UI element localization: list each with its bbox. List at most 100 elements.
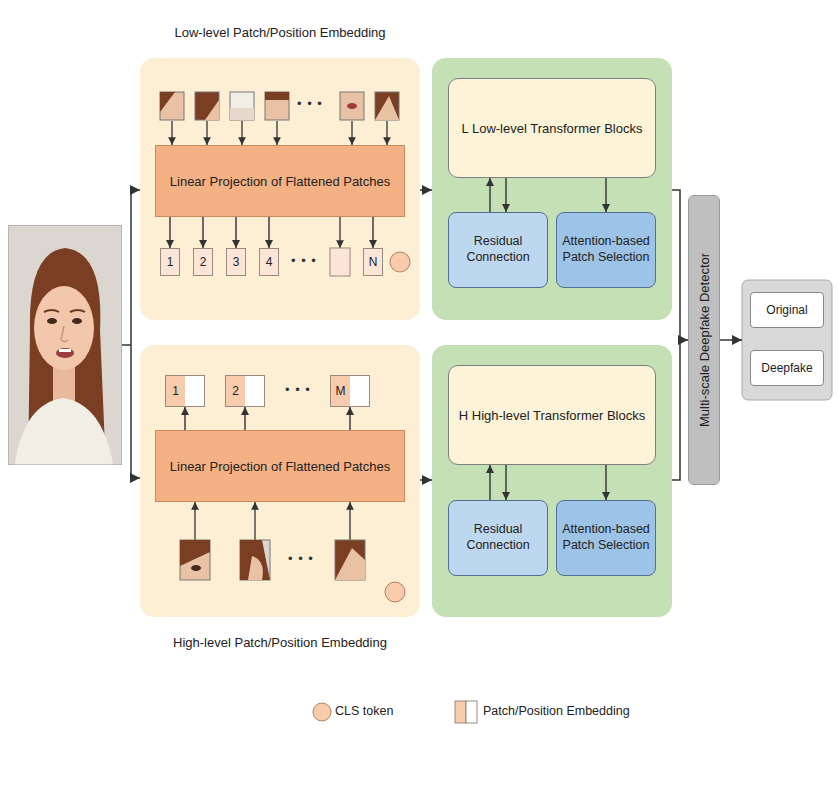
art-rect (455, 701, 466, 723)
art-rect (265, 92, 289, 120)
green-panels (432, 58, 672, 617)
art-rect (466, 701, 477, 723)
art-rect (59, 349, 71, 352)
selection-box: Attention-based Patch Selection (556, 500, 656, 576)
art-path (420, 479, 432, 481)
art-path (171, 121, 172, 145)
box-label: 2 (226, 384, 245, 398)
art-path (70, 310, 85, 312)
connector-arrow (244, 407, 245, 430)
art-path (240, 540, 270, 580)
projection-box: Linear Projection of Flattened Patches (155, 145, 405, 217)
art-path (254, 502, 255, 540)
art-path (241, 121, 242, 145)
art-ellipse (34, 286, 94, 370)
art-path (61, 326, 68, 342)
art-ellipse (72, 318, 82, 324)
residual-box: Residual Connection (448, 500, 548, 576)
box-label: 1 (167, 255, 174, 269)
connector-arrow (202, 217, 203, 248)
embedding-token: M (330, 375, 370, 407)
art-ellipse (347, 103, 357, 109)
art-rect (180, 540, 210, 580)
panel-heading: Low-level Patch/Position Embedding (120, 25, 440, 40)
art-path (206, 121, 207, 145)
box-label: L Low-level Transformer Blocks (462, 121, 643, 136)
art-path (349, 502, 350, 540)
art-g (180, 540, 210, 580)
ellipsis-label: • • • (270, 382, 326, 397)
patch-token: 3 (226, 248, 246, 276)
box-label: H High-level Transformer Blocks (459, 408, 645, 423)
detector-box: Multi-scale Deepfake Detector (688, 195, 720, 485)
art-path (131, 477, 140, 479)
connector-arrow (235, 217, 236, 248)
art-path (194, 502, 195, 540)
connector-arrow (505, 465, 506, 500)
art-path (205, 100, 219, 120)
art-path (230, 108, 254, 120)
patch-token: N (363, 248, 383, 276)
box-label: 3 (233, 255, 240, 269)
art-path (44, 310, 59, 312)
box-label: 2 (200, 255, 207, 269)
box-label: N (369, 255, 378, 269)
connector-arrow (505, 178, 506, 212)
box-label: Residual Connection (453, 234, 543, 265)
projection-box: Linear Projection of Flattened Patches (155, 430, 405, 502)
art-path (180, 540, 210, 566)
art-path (131, 189, 140, 191)
blank-token (330, 248, 350, 276)
art-path (248, 556, 263, 580)
connector-arrow (489, 465, 490, 500)
residual-box: Residual Connection (448, 212, 548, 288)
patch-token: 4 (259, 248, 279, 276)
art-g (230, 92, 254, 120)
transformer-box: H High-level Transformer Blocks (448, 365, 656, 465)
box-label: Attention-based Patch Selection (561, 522, 651, 553)
connector-arrow (184, 407, 185, 430)
art-path (265, 92, 289, 100)
connector-arrow (605, 178, 606, 212)
art-rect (240, 540, 270, 580)
ellipsis-label: • • • (273, 551, 329, 566)
output-box: Deepfake (750, 350, 824, 386)
transformer-box: L Low-level Transformer Blocks (448, 78, 656, 178)
art-rect (160, 92, 184, 120)
art-ellipse (56, 348, 74, 358)
box-label: Multi-scale Deepfake Detector (697, 253, 712, 427)
embedding-token: 2 (225, 375, 265, 407)
art-rect (8, 225, 122, 465)
high-level-patches (180, 540, 365, 580)
art-g (160, 92, 184, 120)
patch-arrows (172, 121, 387, 540)
connector-arrow (169, 217, 170, 248)
art-path (33, 264, 94, 305)
art-path (14, 398, 114, 465)
box-label: 1 (166, 384, 185, 398)
box-label: Linear Projection of Flattened Patches (170, 459, 390, 474)
art-path (339, 217, 340, 248)
art-g (240, 540, 270, 580)
cls-token (385, 582, 405, 602)
low-level-patches (160, 92, 399, 120)
legend-samples (313, 701, 477, 723)
selection-box: Attention-based Patch Selection (556, 212, 656, 288)
output-box: Original (750, 292, 824, 328)
art-path (130, 190, 132, 478)
art-rect (195, 92, 219, 120)
art-g (265, 92, 289, 120)
box-label: Deepfake (761, 361, 812, 375)
embedding-token: 1 (165, 375, 205, 407)
connector-arrow (372, 217, 373, 248)
art-rect (230, 92, 254, 120)
art-path (386, 121, 387, 145)
art-ellipse (47, 318, 57, 324)
box-label: M (331, 384, 350, 398)
art-rect (375, 92, 399, 120)
box-label: 4 (266, 255, 273, 269)
box-label: Residual Connection (453, 522, 543, 553)
legend-text: Patch/Position Embedding (483, 704, 630, 718)
connector-arrow (605, 465, 606, 500)
